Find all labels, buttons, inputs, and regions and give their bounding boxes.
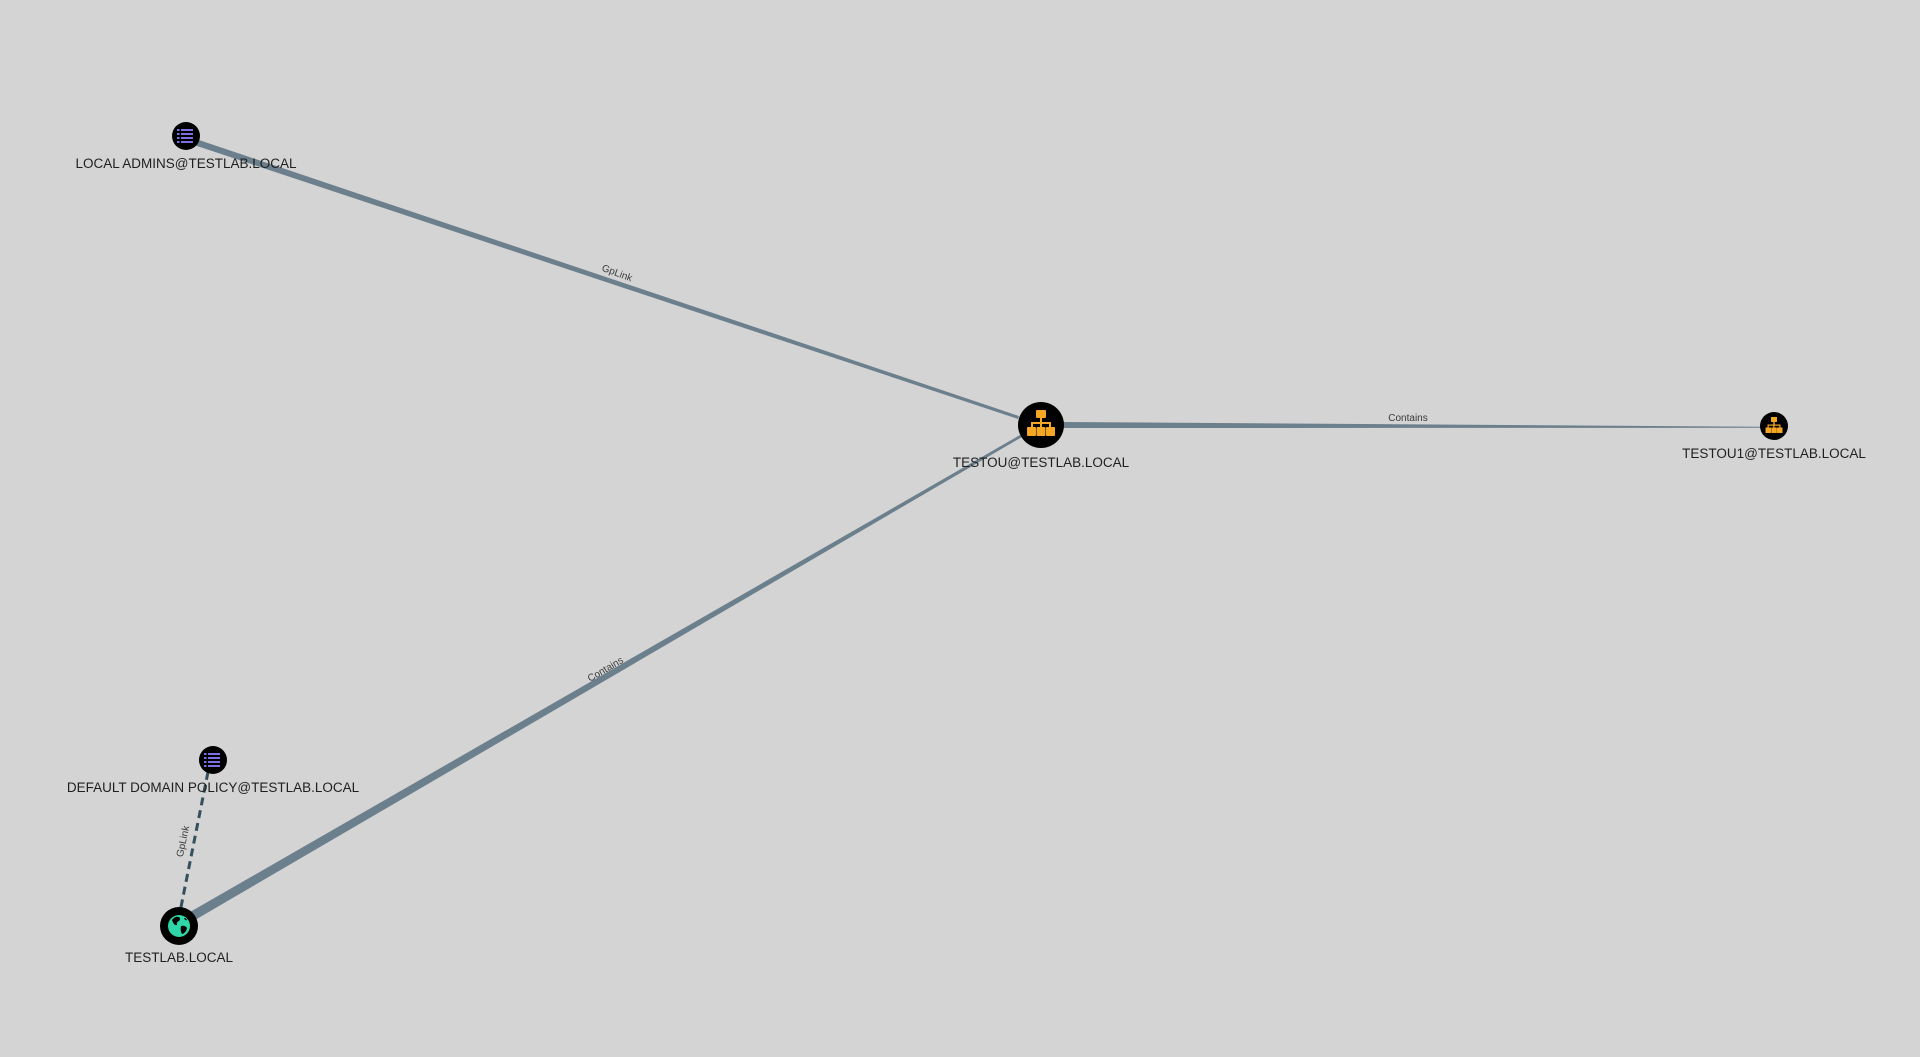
org-chart-icon [1027, 410, 1055, 436]
list-icon [204, 753, 220, 767]
edge-label: Contains [1388, 413, 1427, 424]
list-icon [177, 129, 193, 143]
edge-gplink-local-admins-testou[interactable]: GpLink [184, 135, 1019, 419]
edge-contains-testou-testou1[interactable]: Contains [1062, 413, 1763, 428]
edge-line [184, 135, 1019, 419]
edge-line [190, 435, 1022, 920]
node-testou1-ou[interactable]: TESTOU1@TESTLAB.LOCAL [1682, 412, 1866, 461]
node-local-admins-gpo[interactable]: LOCAL ADMINS@TESTLAB.LOCAL [75, 122, 297, 171]
node-label: TESTOU1@TESTLAB.LOCAL [1682, 446, 1866, 461]
node-circle [172, 122, 200, 150]
node-label: TESTLAB.LOCAL [125, 950, 234, 965]
org-chart-icon [1765, 417, 1783, 433]
edge-line [178, 771, 210, 913]
globe-icon [168, 915, 190, 937]
node-circle [199, 746, 227, 774]
node-testou-ou[interactable]: TESTOU@TESTLAB.LOCAL [953, 402, 1130, 470]
node-default-domain-policy-gpo[interactable]: DEFAULT DOMAIN POLICY@TESTLAB.LOCAL [67, 746, 360, 795]
node-label: LOCAL ADMINS@TESTLAB.LOCAL [75, 156, 297, 171]
node-label: TESTOU@TESTLAB.LOCAL [953, 455, 1130, 470]
edge-label: GpLink [175, 824, 193, 858]
node-label: DEFAULT DOMAIN POLICY@TESTLAB.LOCAL [67, 780, 360, 795]
edge-contains-testlab-testou[interactable]: Contains [190, 435, 1022, 920]
edge-line [1062, 422, 1763, 428]
node-testlab-domain[interactable]: TESTLAB.LOCAL [125, 907, 234, 965]
